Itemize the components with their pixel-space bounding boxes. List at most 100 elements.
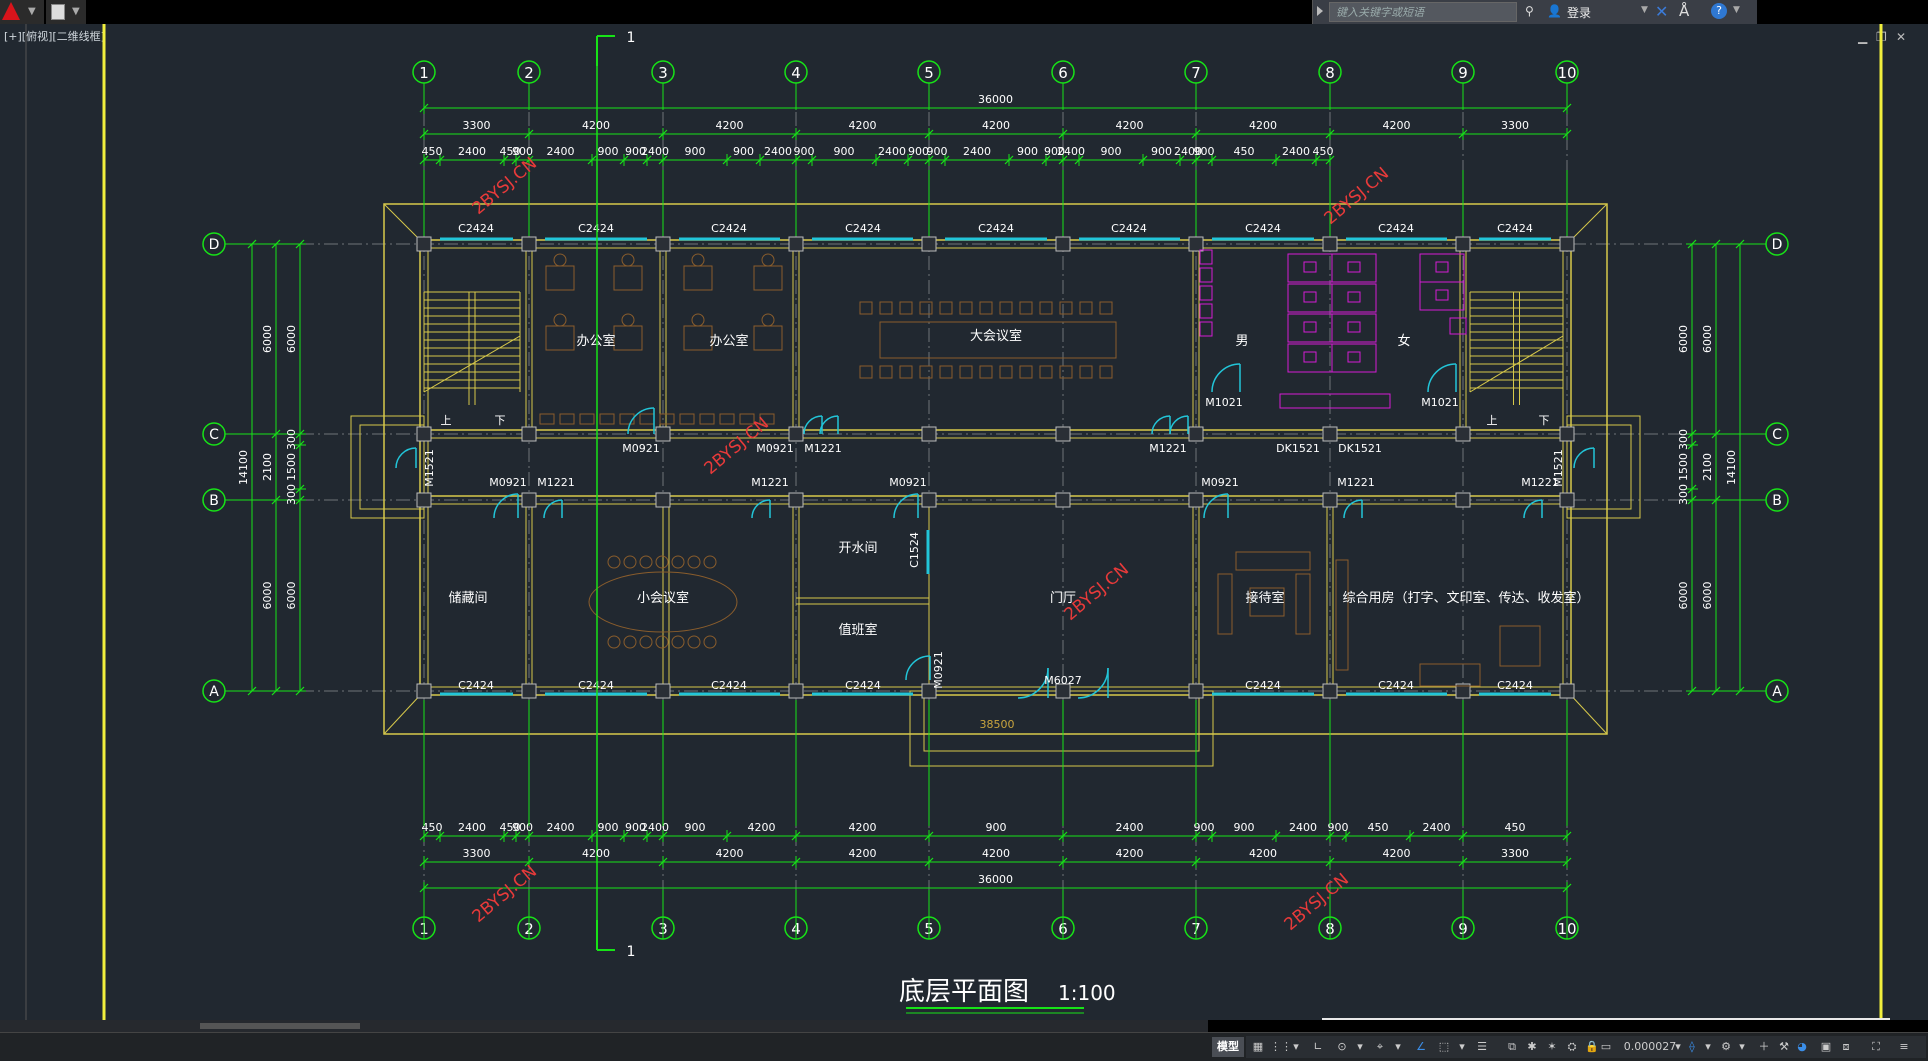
isodraft-icon[interactable]: ∠ (1416, 1040, 1426, 1053)
workspace-icon[interactable]: ⛭ (1567, 1040, 1577, 1053)
urinal (1199, 267, 1213, 283)
dim-row2-bottom (1325, 831, 1335, 841)
dim-row2-top-text: 900 (598, 145, 619, 158)
login-link[interactable]: 登录 (1567, 6, 1592, 20)
chevron-down-icon[interactable]: ▾ (1675, 1040, 1681, 1053)
chevron-down-icon[interactable]: ▾ (1459, 1040, 1465, 1053)
dim-inner-right-text: 300 (1677, 429, 1690, 450)
toilet-stall (1287, 313, 1333, 343)
toilet-stall (1419, 253, 1465, 283)
column (655, 492, 671, 508)
snap-icon[interactable]: ⋮⋮ (1270, 1040, 1292, 1053)
door-label: M1221 (804, 442, 842, 455)
quick-access-toolbar[interactable]: ▼ (46, 0, 86, 24)
model-tab[interactable]: 模型 (1212, 1037, 1244, 1057)
dim-inner-left (295, 440, 305, 450)
door-arc (1573, 447, 1595, 469)
osnap-icon[interactable]: ⌖ (1376, 1040, 1384, 1053)
chevron-down-icon[interactable]: ▾ (1705, 1040, 1711, 1053)
chevron-down-icon[interactable]: ▾ (1739, 1040, 1745, 1053)
annotation-icon[interactable]: ✱ (1527, 1040, 1537, 1053)
column (788, 683, 804, 699)
dim-row2-bottom (1191, 831, 1201, 841)
scale-icon[interactable]: ⟠ (1689, 1040, 1695, 1053)
minimize-icon[interactable]: ▁ (1858, 30, 1868, 44)
dim-row2-top (1138, 155, 1148, 165)
window-label-top: C2424 (578, 222, 614, 235)
chevron-down-icon: ▼ (28, 6, 36, 17)
scrollbar-thumb[interactable] (200, 1023, 360, 1029)
door-label: M1021 (1205, 396, 1243, 409)
help-icon[interactable]: ? (1711, 3, 1727, 19)
room-label: 大会议室 (970, 328, 1022, 344)
grid-icon[interactable]: ▦ (1252, 1040, 1264, 1053)
chevron-down-icon[interactable]: ▼ (1733, 5, 1740, 15)
gear-icon[interactable]: ⚙ (1721, 1040, 1731, 1053)
axis-label: D (1772, 237, 1783, 253)
tools-icon[interactable]: ⚒ (1779, 1040, 1789, 1053)
ortho-icon[interactable]: ∟ (1313, 1040, 1323, 1053)
exchange-icon[interactable]: ✕ (1655, 2, 1669, 21)
chair (687, 635, 701, 649)
autodesk-app-icon[interactable]: Å (1679, 2, 1690, 20)
menu-icon[interactable]: ≡ (1899, 1040, 1909, 1053)
horizontal-scrollbar[interactable] (0, 1020, 1208, 1032)
chair (671, 555, 685, 569)
dim-row1-bottom (1562, 857, 1572, 867)
door-label: C1524 (908, 532, 921, 568)
chair (999, 301, 1013, 315)
urinal (1199, 321, 1213, 337)
lineweight-icon[interactable]: ☰ (1477, 1040, 1487, 1053)
dim-inner-left-text: 1500 (285, 453, 298, 481)
room-label: 门厅 (1050, 591, 1076, 606)
dim-row1-top (1562, 129, 1572, 139)
urinal (1199, 285, 1213, 301)
dim-inner-left-text: 6000 (285, 582, 298, 610)
viewport-icon[interactable]: ▭ (1600, 1040, 1612, 1053)
column (1055, 492, 1071, 508)
door-label: M0921 (622, 442, 660, 455)
dim-row1-bottom (1191, 857, 1201, 867)
room-label: 办公室 (709, 333, 748, 349)
selection-cycling-icon[interactable]: ⧉ (1508, 1040, 1516, 1053)
chair (623, 635, 637, 649)
binoculars-icon[interactable]: ⚲ (1525, 4, 1534, 18)
hardware-acceleration-icon[interactable]: ◕ (1797, 1040, 1807, 1053)
layout-indicator (1322, 1018, 1890, 1020)
search-input[interactable]: 键入关键字或短语 (1329, 2, 1517, 22)
dynamic-ucs-icon[interactable]: ⬚ (1438, 1040, 1450, 1053)
drawing-scale: 1:100 (1058, 981, 1116, 1005)
dim-row2-bottom-text: 900 (1194, 821, 1215, 834)
axis-label: B (209, 493, 219, 509)
bookshelf (719, 413, 735, 425)
viewport-label[interactable]: [+][俯视][二维线框] (4, 30, 105, 43)
door-label: M1221 (751, 476, 789, 489)
dim-row2-top (587, 155, 597, 165)
expand-icon[interactable] (1317, 6, 1323, 16)
clean-screen-icon[interactable]: ⧈ (1842, 1040, 1850, 1053)
dim-row2-top (807, 155, 817, 165)
polar-icon[interactable]: ⊙ (1337, 1040, 1347, 1053)
add-icon[interactable]: ＋ (1758, 1040, 1770, 1053)
fullscreen-icon[interactable]: ⛶ (1872, 1040, 1880, 1053)
dim-row2-top-text: 2400 (641, 145, 669, 158)
dim-row2-bottom-text: 450 (1368, 821, 1389, 834)
office-desk (545, 325, 575, 351)
drawing-canvas[interactable]: [+][俯视][二维线框] ▁ ❐ ✕ C2424C2424C2424C2424… (0, 24, 1928, 1020)
isolate-objects-icon[interactable]: ▣ (1820, 1040, 1832, 1053)
annotation-visibility-icon[interactable]: ✶ (1547, 1040, 1557, 1053)
close-icon[interactable]: ✕ (1896, 30, 1907, 44)
column (655, 236, 671, 252)
dim-row2-bottom (924, 831, 934, 841)
lock-icon[interactable]: 🔒 (1585, 1040, 1599, 1053)
chevron-down-icon[interactable]: ▾ (1395, 1040, 1401, 1053)
chevron-down-icon[interactable]: ▼ (1641, 5, 1648, 15)
user-icon[interactable]: 👤 (1547, 4, 1562, 18)
application-menu[interactable]: ▼ (0, 0, 44, 24)
chevron-down-icon[interactable]: ▾ (1293, 1040, 1299, 1053)
chevron-down-icon[interactable]: ▾ (1357, 1040, 1363, 1053)
mop-sink (1449, 317, 1467, 335)
dim-row2-top-text: 2400 (1174, 145, 1202, 158)
dim-row2-bottom (722, 831, 732, 841)
annotation-scale-value[interactable]: 0.000027 (1623, 1040, 1677, 1053)
